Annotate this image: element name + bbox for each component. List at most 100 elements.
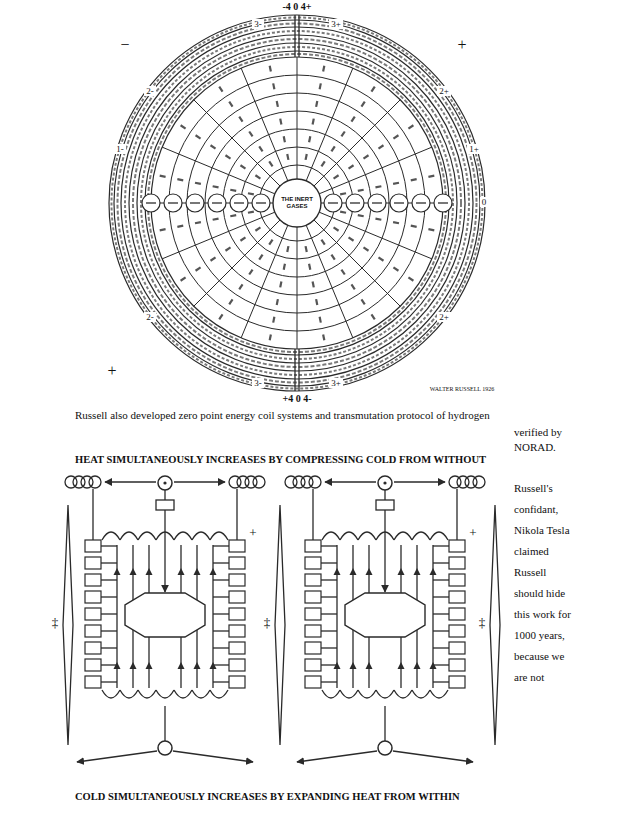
element-tick (361, 299, 364, 304)
element-tick (323, 66, 324, 72)
rung (213, 579, 229, 580)
terminal-dot (163, 481, 166, 484)
element-name-mark (328, 202, 338, 204)
element-tick (371, 87, 374, 92)
ring-inscription (118, 24, 477, 383)
coil-loop (89, 476, 101, 488)
terminal-circle (378, 476, 392, 490)
element-tick (249, 270, 252, 275)
element-circle (346, 194, 364, 212)
element-tick (411, 179, 417, 180)
element-tick (239, 117, 242, 122)
spindle (275, 505, 285, 745)
element-tick (213, 219, 219, 220)
flow-head (130, 662, 137, 669)
body-text: verified by NORAD. (514, 425, 574, 455)
octave-number: 1+ (467, 144, 481, 154)
rung (101, 681, 117, 682)
element-name-mark (372, 202, 382, 204)
winding-arc (340, 690, 358, 698)
element-tick (280, 281, 281, 287)
element-tick (349, 165, 354, 168)
terminal-circle (158, 476, 172, 490)
winding-arc (138, 690, 156, 698)
rung (101, 664, 117, 665)
ring-inscription (133, 39, 461, 367)
polarity-sign: + (107, 362, 116, 380)
terminal-circle (378, 741, 392, 755)
element-tick (213, 186, 219, 187)
element-tick (320, 317, 321, 323)
flow-head (430, 662, 437, 669)
feed-arrow (164, 510, 165, 592)
rung (101, 647, 117, 648)
winding-plate (229, 540, 245, 552)
element-tick (316, 299, 317, 305)
radial-line (319, 212, 432, 259)
radial-line (194, 100, 280, 186)
element-tick (306, 246, 307, 252)
winding-arc (210, 690, 228, 698)
wire (92, 489, 93, 540)
winding-plate (305, 574, 321, 586)
element-tick (306, 154, 307, 160)
rung (433, 613, 449, 614)
axis-line (298, 15, 299, 57)
radial-line (241, 68, 288, 181)
winding-arc (322, 532, 340, 540)
element-name-mark (168, 202, 178, 204)
element-circle (434, 194, 452, 212)
radial-line (314, 220, 400, 306)
winding-plate (85, 642, 101, 654)
winding-arc (102, 690, 120, 698)
octagon-core (125, 593, 205, 637)
wire (164, 490, 165, 500)
element-name-mark (146, 202, 156, 204)
rung (101, 545, 117, 546)
winding-arc (156, 532, 174, 540)
chart-ring (137, 43, 457, 363)
body-text: Russell's confidant, Nikola Tesla claime… (514, 478, 574, 688)
octave-number: 2- (144, 86, 156, 96)
winding-plate (305, 608, 321, 620)
element-circle (252, 194, 270, 212)
flow-head (146, 568, 153, 575)
chart-ring (151, 57, 443, 349)
polarity-sign: + (457, 36, 466, 54)
coil-unit (65, 476, 265, 762)
element-name-mark (190, 202, 200, 204)
element-tick (177, 226, 183, 227)
element-tick (408, 125, 413, 128)
feed-arrow (384, 510, 385, 592)
element-tick (269, 240, 272, 245)
element-name-mark (438, 202, 448, 204)
chart-ring (121, 27, 473, 379)
element-tick (219, 87, 222, 92)
winding-plate (449, 591, 465, 603)
element-name-mark (212, 202, 222, 204)
radial-line (314, 100, 400, 186)
octave-number: 3+ (329, 19, 343, 29)
element-circle (230, 194, 248, 212)
element-chart (109, 15, 485, 391)
element-name-mark (256, 202, 266, 204)
caption-heading: COLD SIMULTANEOUSLY INCREASES BY EXPANDI… (75, 791, 460, 803)
rung (321, 545, 337, 546)
axis-line (294, 15, 295, 57)
winding-arc (376, 532, 394, 540)
element-tick (349, 237, 354, 240)
element-tick (371, 314, 374, 319)
winding-plate (449, 625, 465, 637)
element-tick (270, 334, 271, 340)
winding-arc (412, 532, 430, 540)
radial-line (162, 212, 275, 259)
winding-plate (85, 540, 101, 552)
flow-head (146, 662, 153, 669)
feed-box (156, 500, 174, 510)
winding-plate (305, 659, 321, 671)
rung (213, 596, 229, 597)
octave-number: 3- (252, 378, 264, 388)
element-tick (351, 284, 354, 289)
flow-head (210, 568, 217, 575)
rung (213, 545, 229, 546)
